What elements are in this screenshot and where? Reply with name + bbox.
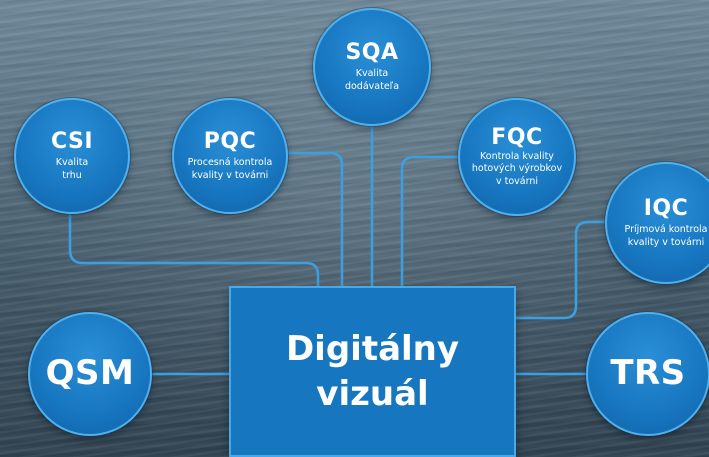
connector-csi	[68, 205, 320, 286]
node-desc: Kvalita trhu	[55, 157, 89, 181]
node-qsm: QSM	[28, 312, 152, 436]
node-code: IQC	[643, 196, 689, 222]
node-pqc: PQC Procesná kontrola kvality v továrni	[172, 98, 288, 214]
node-code: QSM	[45, 353, 135, 394]
node-code: SQA	[345, 40, 399, 66]
connector-fqc	[400, 155, 465, 286]
node-desc: Príjmová kontrola kvality v továrni	[624, 224, 708, 248]
node-code: PQC	[203, 129, 257, 155]
node-csi: CSI Kvalita trhu	[14, 98, 130, 214]
connector-pqc	[285, 151, 344, 286]
node-desc: Kvalita dodávateľa	[344, 68, 400, 92]
node-fqc: FQC Kontrola kvality hotových výrobkov v…	[458, 98, 576, 216]
node-sqa: SQA Kvalita dodávateľa	[313, 8, 431, 126]
center-box-digital-visual: Digitálny vizuál	[229, 286, 516, 457]
node-desc: Procesná kontrola kvality v továrni	[187, 157, 273, 181]
node-iqc: IQC Príjmová kontrola kvality v továrni	[605, 162, 709, 284]
node-code: TRS	[610, 353, 686, 394]
node-code: FQC	[491, 124, 543, 150]
center-title: Digitálny vizuál	[285, 329, 460, 414]
node-trs: TRS	[586, 312, 709, 436]
node-desc: Kontrola kvality hotových výrobkov v tov…	[471, 151, 563, 187]
connector-iqc	[516, 220, 610, 320]
node-code: CSI	[50, 129, 94, 155]
